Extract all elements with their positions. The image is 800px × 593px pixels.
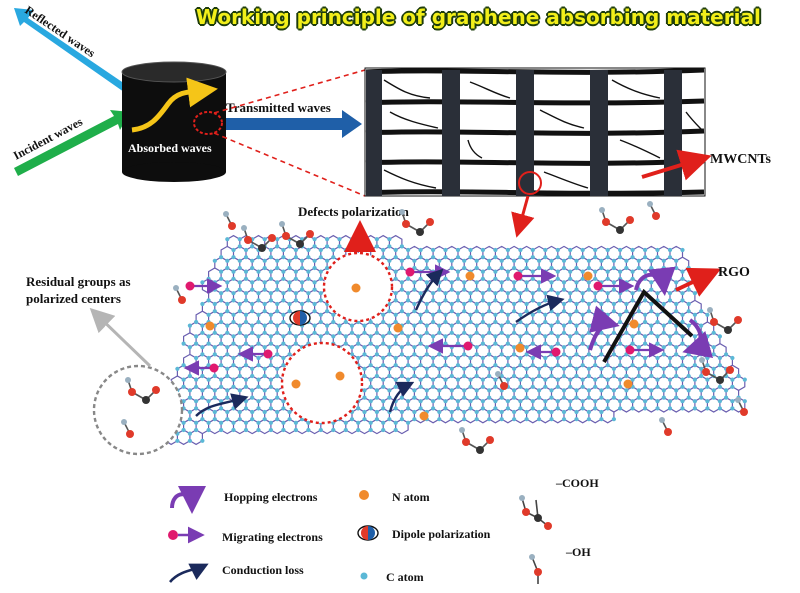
residual-label-line2: polarized centers — [26, 291, 121, 306]
absorber-cylinder — [121, 61, 227, 182]
legend-migrating: Migrating electrons — [222, 530, 323, 544]
legend-c-atom: C atom — [386, 570, 424, 584]
lattice-features — [121, 201, 748, 454]
mwcnts-label: MWCNTs — [710, 152, 771, 167]
legend-conduction: Conduction loss — [222, 563, 304, 577]
hopping-electrons-path — [588, 266, 714, 363]
cooh-legend-icon — [519, 495, 552, 530]
legend-dipole: Dipole polarization — [392, 527, 491, 541]
legend-n-atom: N atom — [392, 490, 430, 504]
n-atom-legend-icon — [359, 490, 369, 500]
conduction-legend-icon — [169, 563, 209, 583]
residual-circle — [92, 364, 184, 456]
transmitted-waves-label: Transmitted waves — [226, 100, 331, 115]
reflected-waves-arrow — [14, 8, 128, 92]
incident-waves-arrow — [14, 110, 130, 176]
hopping-legend-icon — [170, 485, 206, 514]
rgo-label: RGO — [718, 265, 750, 280]
page-title: Working principle of graphene absorbing … — [196, 5, 761, 29]
residual-label-line1: Residual groups as — [26, 274, 131, 289]
dipole-legend-icon — [357, 525, 379, 541]
reflected-waves-label: Reflected waves — [22, 3, 98, 60]
graphene-lattice — [150, 234, 747, 446]
transmitted-waves-arrow — [226, 110, 362, 138]
legend-hopping: Hopping electrons — [224, 490, 318, 504]
absorbed-waves-label: Absorbed waves — [128, 141, 212, 155]
legend-cooh: –COOH — [555, 476, 599, 490]
mwcnt-network — [364, 67, 706, 197]
defects-polarization-label: Defects polarization — [298, 204, 410, 219]
defect-circle-2 — [280, 341, 364, 425]
legend-oh: –OH — [565, 545, 591, 559]
legend: Hopping electrons Migrating electrons Co… — [168, 476, 599, 584]
c-atom-legend-icon — [360, 572, 368, 580]
oh-legend-icon — [529, 554, 542, 584]
migrating-legend-icon — [168, 530, 178, 540]
